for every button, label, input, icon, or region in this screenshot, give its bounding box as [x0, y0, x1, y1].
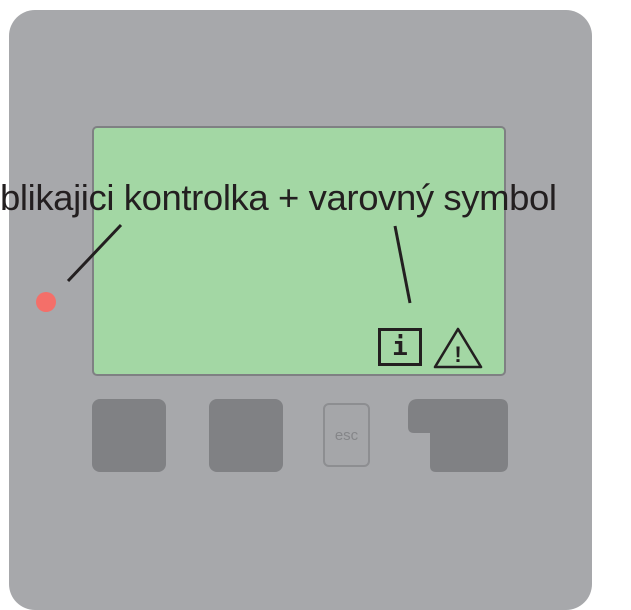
button-2[interactable] [209, 399, 283, 472]
esc-button[interactable]: esc [323, 403, 370, 467]
callout-label: blikajici kontrolka + varovný symbol [0, 177, 557, 218]
callout-line-led [66, 223, 123, 283]
callout-line-symbol [393, 225, 412, 304]
warning-icon: ! [433, 327, 483, 369]
esc-button-label: esc [334, 426, 359, 444]
warning-glyph: ! [454, 342, 461, 367]
button-4[interactable] [408, 399, 508, 472]
callout-lines [66, 223, 412, 304]
button-1[interactable] [92, 399, 166, 472]
info-glyph: i [392, 332, 408, 362]
lcd-display [92, 126, 506, 376]
status-led [36, 292, 56, 312]
button-4-shape [408, 399, 508, 472]
info-icon: i [378, 328, 422, 366]
